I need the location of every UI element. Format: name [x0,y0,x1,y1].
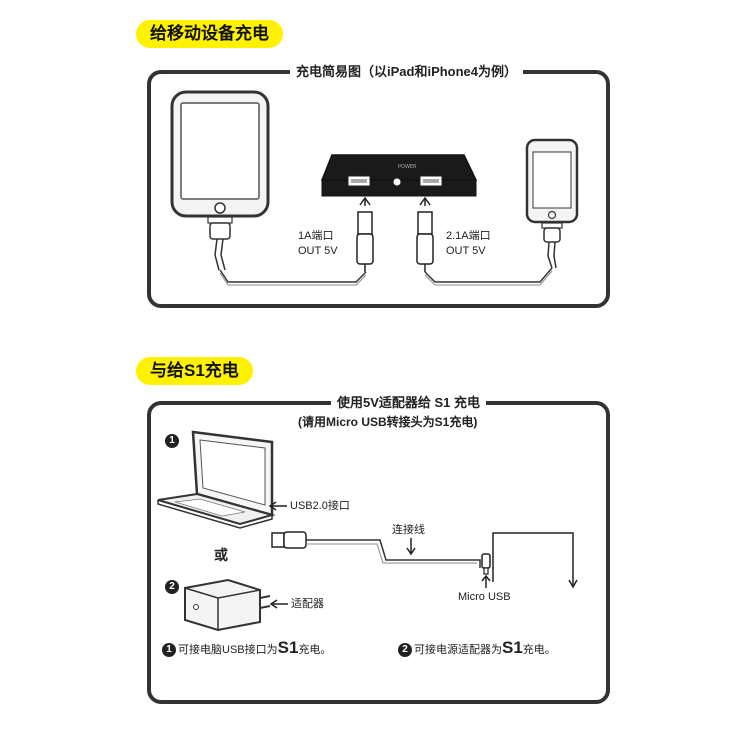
port1-voltage-label: OUT 5V [298,245,338,257]
usb-plug-left [356,196,374,272]
note2-prefix: 可接电源适配器为 [414,644,502,656]
note2-number: 2 [398,643,412,658]
port2-current-label: 2.1A端口 [446,230,491,242]
section1-tag-text: 给移动设备充电 [150,24,269,43]
section2-tag-text: 与给S1充电 [150,361,239,380]
svg-text:POWER: POWER [398,164,417,170]
ipad-device [170,90,270,271]
note1-suffix: 充电。 [298,644,332,656]
s1-charging-title: 使用5V适配器给 S1 充电 [331,395,487,411]
iphone-device [525,138,579,269]
note1-s1: S1 [277,638,299,657]
s1-charging-subtitle: (请用Micro USB转接头为S1充电) [298,415,478,429]
port2-voltage-label: OUT 5V [446,245,486,257]
note1-number: 1 [162,643,176,658]
note2-suffix: 充电。 [522,644,556,656]
note2-s1: S1 [502,638,523,657]
power-adapter [184,578,271,632]
power-bank: POWER [320,154,478,197]
adapter-label: 适配器 [291,598,324,610]
usb-port-label: USB2.0接口 [290,500,350,512]
micro-usb-plug [481,553,491,588]
note1-prefix: 可接电脑USB接口为 [178,644,278,656]
step1-number: 1 [165,434,179,448]
laptop-device [157,430,276,529]
section2-tag: 与给S1充电 [136,357,253,385]
usb-plug-right [416,196,434,272]
step2-number: 2 [165,580,179,594]
usb-cable-plug [271,531,481,568]
micro-usb-label: Micro USB [458,591,511,603]
charging-diagram-title: 充电简易图（以iPad和iPhone4为例） [290,64,524,80]
s1-connection-line [492,532,574,585]
section1-tag: 给移动设备充电 [136,20,283,48]
cable-label: 连接线 [392,524,425,536]
or-label: 或 [214,547,228,563]
port1-current-label: 1A端口 [298,230,334,242]
